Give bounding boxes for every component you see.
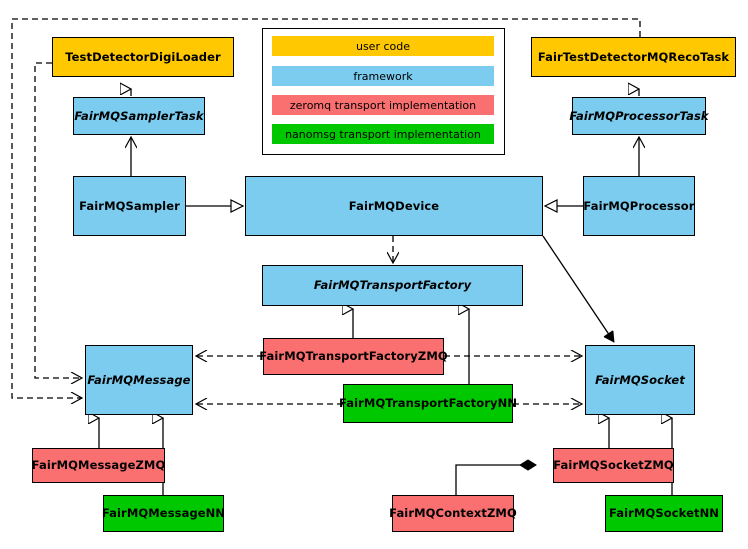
class-node-fairmqsamplertask[interactable]: FairMQSamplerTask	[73, 97, 205, 135]
class-node-fairmqsocket[interactable]: FairMQSocket	[585, 345, 695, 415]
class-node-fairmqmessagenn[interactable]: FairMQMessageNN	[102, 495, 225, 532]
class-node-fairmqprocessor[interactable]: FairMQProcessor	[583, 176, 695, 236]
class-node-testdetectordigiloader[interactable]: TestDetectorDigiLoader	[52, 37, 234, 77]
class-node-fairmqsampler[interactable]: FairMQSampler	[73, 176, 186, 236]
class-node-fairmqmessagezmq[interactable]: FairMQMessageZMQ	[32, 448, 165, 483]
edge-device-to-socket	[542, 235, 615, 342]
legend-item-zeromq: zeromq transport implementation	[272, 95, 494, 115]
edge-contextzmq-to-socketzmq	[455, 459, 537, 495]
class-node-fairmqtransportfactoryzmq[interactable]: FairMQTransportFactoryZMQ	[259, 338, 448, 375]
legend-item-framework: framework	[272, 66, 494, 86]
class-node-fairmqcontextzmq[interactable]: FairMQContextZMQ	[389, 495, 517, 532]
class-node-fairmqdevice[interactable]: FairMQDevice	[245, 176, 543, 236]
class-node-fairmqsocketnn[interactable]: FairMQSocketNN	[605, 495, 723, 532]
class-node-fairmqtransportfactorynn[interactable]: FairMQTransportFactoryNN	[339, 384, 517, 423]
class-node-fairmqtransportfactory[interactable]: FairMQTransportFactory	[262, 265, 523, 306]
class-node-fairmqsocketzmq[interactable]: FairMQSocketZMQ	[553, 448, 674, 483]
class-node-fairmqprocessortask[interactable]: FairMQProcessorTask	[569, 97, 709, 135]
legend-item-user-code: user code	[272, 36, 494, 56]
legend-item-nanomsg: nanomsg transport implementation	[272, 124, 494, 144]
class-node-fairmqmessage[interactable]: FairMQMessage	[85, 345, 193, 415]
class-node-fairtestdetectormqrecotask[interactable]: FairTestDetectorMQRecoTask	[531, 37, 736, 77]
